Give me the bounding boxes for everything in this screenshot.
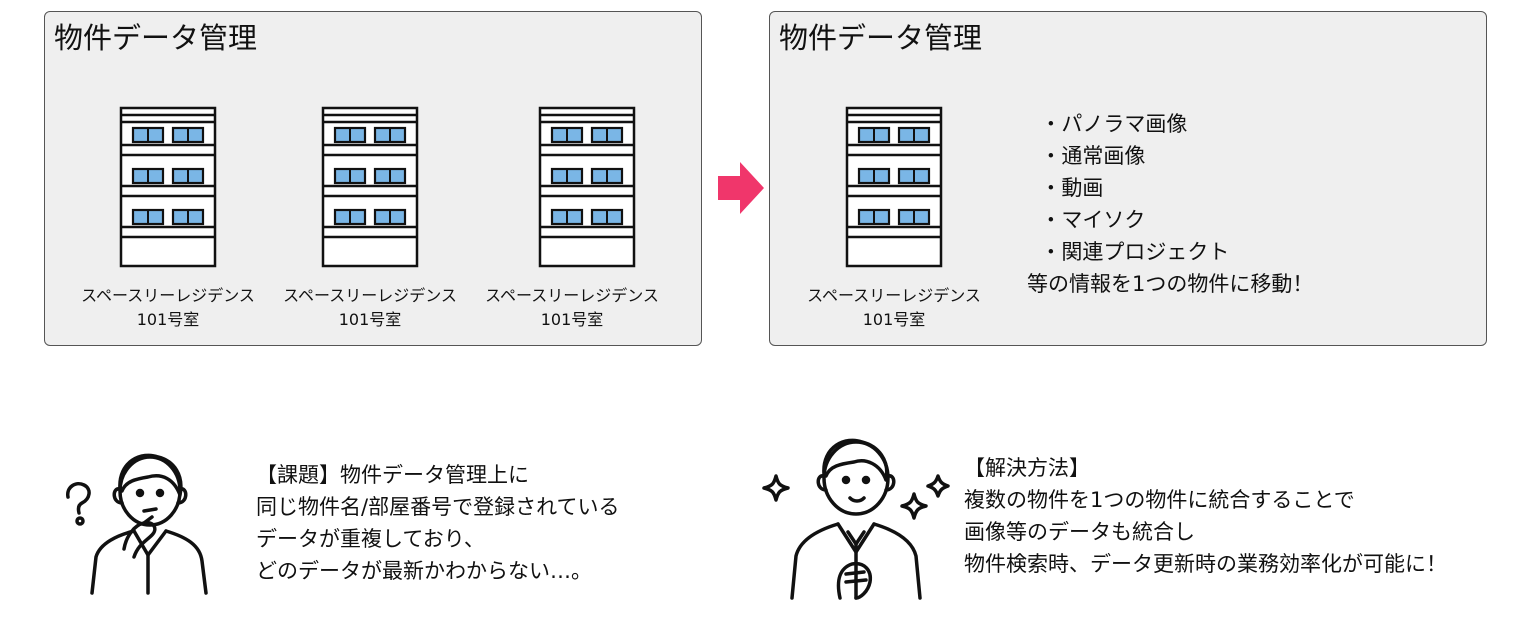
bullet: ・ [1040,176,1062,200]
bullet: ・ [1040,144,1062,168]
sparkle-icon [900,492,928,520]
solution-description: 【解決方法】 複数の物件を1つの物件に統合することで 画像等のデータも統合し 物… [964,456,1447,576]
feature-summary: 等の情報を1つの物件に移動！ [1027,272,1314,296]
feature-item: ・動画 [1040,176,1104,200]
panel-title: 物件データ管理 [779,21,983,55]
building-name: スペースリーレジデンス [81,286,255,305]
building-room: 101号室 [338,310,402,329]
arrow-right-icon [718,162,764,218]
building-name: スペースリーレジデンス [283,286,457,305]
feature-item: ・マイソク [1040,208,1146,232]
apartment-building-icon [321,106,419,268]
sparkle-icon [762,474,790,502]
building-name: スペースリーレジデンス [807,286,981,305]
apartment-building-icon [538,106,636,268]
apartment-building-icon [845,106,943,268]
building-label: スペースリーレジデンス 101号室 [63,284,273,332]
building-label: スペースリーレジデンス 101号室 [789,284,999,332]
confused-person-illustration [62,445,212,599]
bullet: ・ [1040,112,1062,136]
panel-title: 物件データ管理 [54,21,258,55]
building-room: 101号室 [862,310,926,329]
building-room: 101号室 [136,310,200,329]
panel-before: 物件データ管理 スペースリーレジデンス 101号室 スペースリーレジデンス 10… [44,11,702,346]
sparkle-icon [926,474,950,498]
building-room: 101号室 [540,310,604,329]
building-label: スペースリーレジデンス 101号室 [467,284,677,332]
panel-after: 物件データ管理 スペースリーレジデンス 101号室 ・パノラマ画像 ・通常画像 … [769,11,1487,346]
feature-list: ・パノラマ画像 ・通常画像 ・動画 ・マイソク ・関連プロジェクト 等の情報を1… [1027,108,1313,300]
feature-item: ・パノラマ画像 [1040,112,1188,136]
feature-item: ・通常画像 [1040,144,1146,168]
building-name: スペースリーレジデンス [485,286,659,305]
building-label: スペースリーレジデンス 101号室 [265,284,475,332]
issue-description: 【課題】物件データ管理上に 同じ物件名/部屋番号で登録されている データが重複し… [256,463,620,583]
question-mark-icon [66,482,91,526]
bullet: ・ [1040,240,1062,264]
happy-person-illustration [756,432,956,606]
bullet: ・ [1040,208,1062,232]
feature-item: ・関連プロジェクト [1040,240,1230,264]
apartment-building-icon [119,106,217,268]
